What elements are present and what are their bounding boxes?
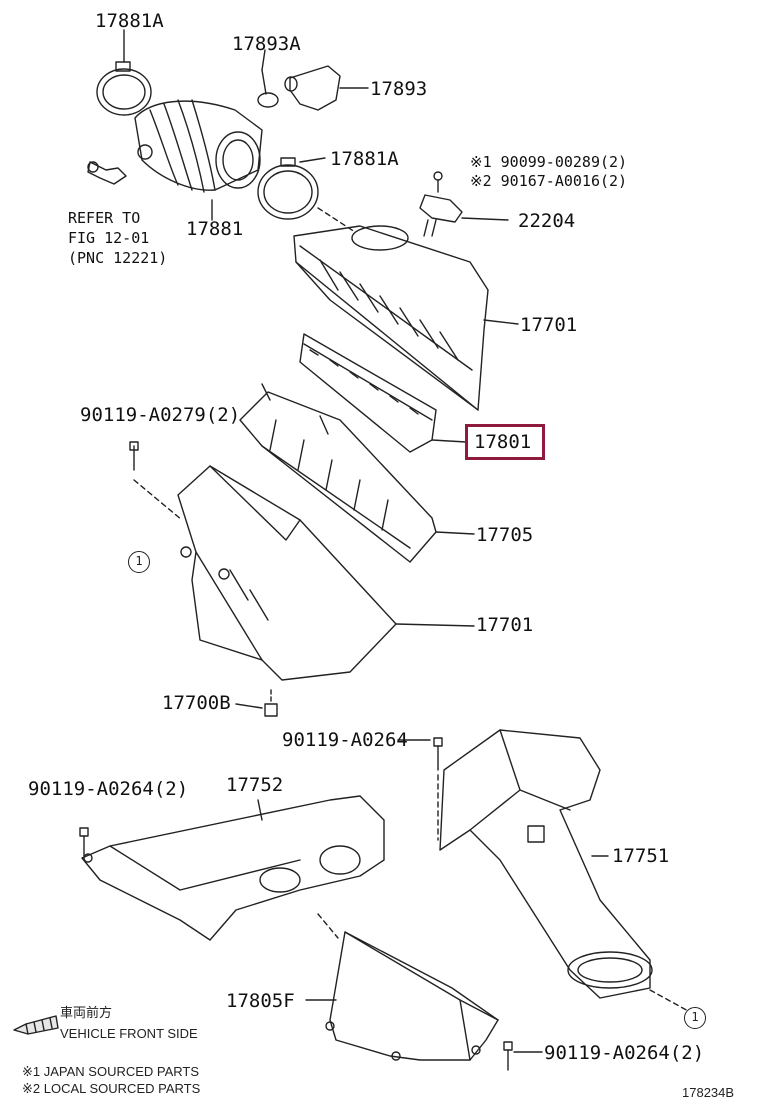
label-17805F[interactable]: 17805F: [226, 990, 295, 1012]
label-17881A-mid[interactable]: 17881A: [330, 148, 399, 170]
air-cleaner-case: [177, 465, 475, 681]
refer-line-3: (PNC 12221): [68, 249, 168, 267]
refer-line-2: FIG 12-01: [68, 229, 150, 247]
label-17700B[interactable]: 17700B: [162, 692, 231, 714]
label-17893A[interactable]: 17893A: [232, 33, 301, 55]
drain-plug: [235, 689, 278, 717]
hose-clamp-top: [96, 61, 152, 116]
label-22204[interactable]: 22204: [518, 210, 576, 232]
bolt-upper: [129, 441, 183, 521]
label-90119-A0279[interactable]: 90119-A0279(2): [80, 404, 241, 426]
filter-element: [299, 333, 467, 453]
leader-dash-2: [317, 913, 339, 939]
label-17881A-top[interactable]: 17881A: [95, 10, 164, 32]
small-clamp: [257, 69, 279, 108]
bolt-mid: [397, 737, 443, 841]
label-17893[interactable]: 17893: [370, 78, 428, 100]
label-90119-A0264-right[interactable]: 90119-A0264(2): [544, 1042, 705, 1064]
leader-dash-1: [317, 207, 356, 233]
label-90119-A0264-left[interactable]: 90119-A0264(2): [28, 778, 189, 800]
label-90119-A0264-mid[interactable]: 90119-A0264: [282, 729, 408, 751]
intake-hose: [134, 99, 263, 193]
hose-clamp-mid: [257, 157, 326, 220]
elbow-connector: [87, 161, 127, 185]
front-label-jp: 車両前方: [60, 1005, 113, 1020]
highlight-box: [465, 424, 545, 460]
intake-duct-right: [439, 729, 691, 1013]
diagram-id: 178234B: [682, 1085, 735, 1100]
intake-duct-left: [81, 795, 385, 941]
bolt-left: [79, 827, 89, 857]
label-17701-top[interactable]: 17701: [520, 314, 578, 336]
label-screw-local[interactable]: ※2 90167-A0016(2): [470, 172, 628, 190]
label-17752[interactable]: 17752: [226, 774, 284, 796]
small-hose: [284, 65, 369, 111]
filter-frame: [239, 383, 475, 563]
refer-line-1: REFER TO: [68, 209, 141, 227]
front-arrow-icon: [13, 1015, 59, 1035]
note-japan-sourced: ※1 JAPAN SOURCED PARTS: [22, 1064, 200, 1079]
label-17705[interactable]: 17705: [476, 524, 534, 546]
label-17881[interactable]: 17881: [186, 218, 244, 240]
leader-lines: [123, 29, 266, 221]
note-local-sourced: ※2 LOCAL SOURCED PARTS: [22, 1081, 201, 1096]
reference-circle-left: 1: [128, 551, 150, 573]
front-label-en: VEHICLE FRONT SIDE: [60, 1026, 198, 1041]
air-cleaner-cap: [293, 225, 519, 411]
label-17751[interactable]: 17751: [612, 845, 670, 867]
resonator: [305, 931, 499, 1061]
label-17701-bottom[interactable]: 17701: [476, 614, 534, 636]
label-17801[interactable]: 17801: [474, 431, 532, 453]
reference-circle-right: 1: [684, 1007, 706, 1029]
airflow-sensor: [419, 171, 509, 237]
bolt-right: [503, 1041, 543, 1071]
label-screw-japan[interactable]: ※1 90099-00289(2): [470, 153, 628, 171]
